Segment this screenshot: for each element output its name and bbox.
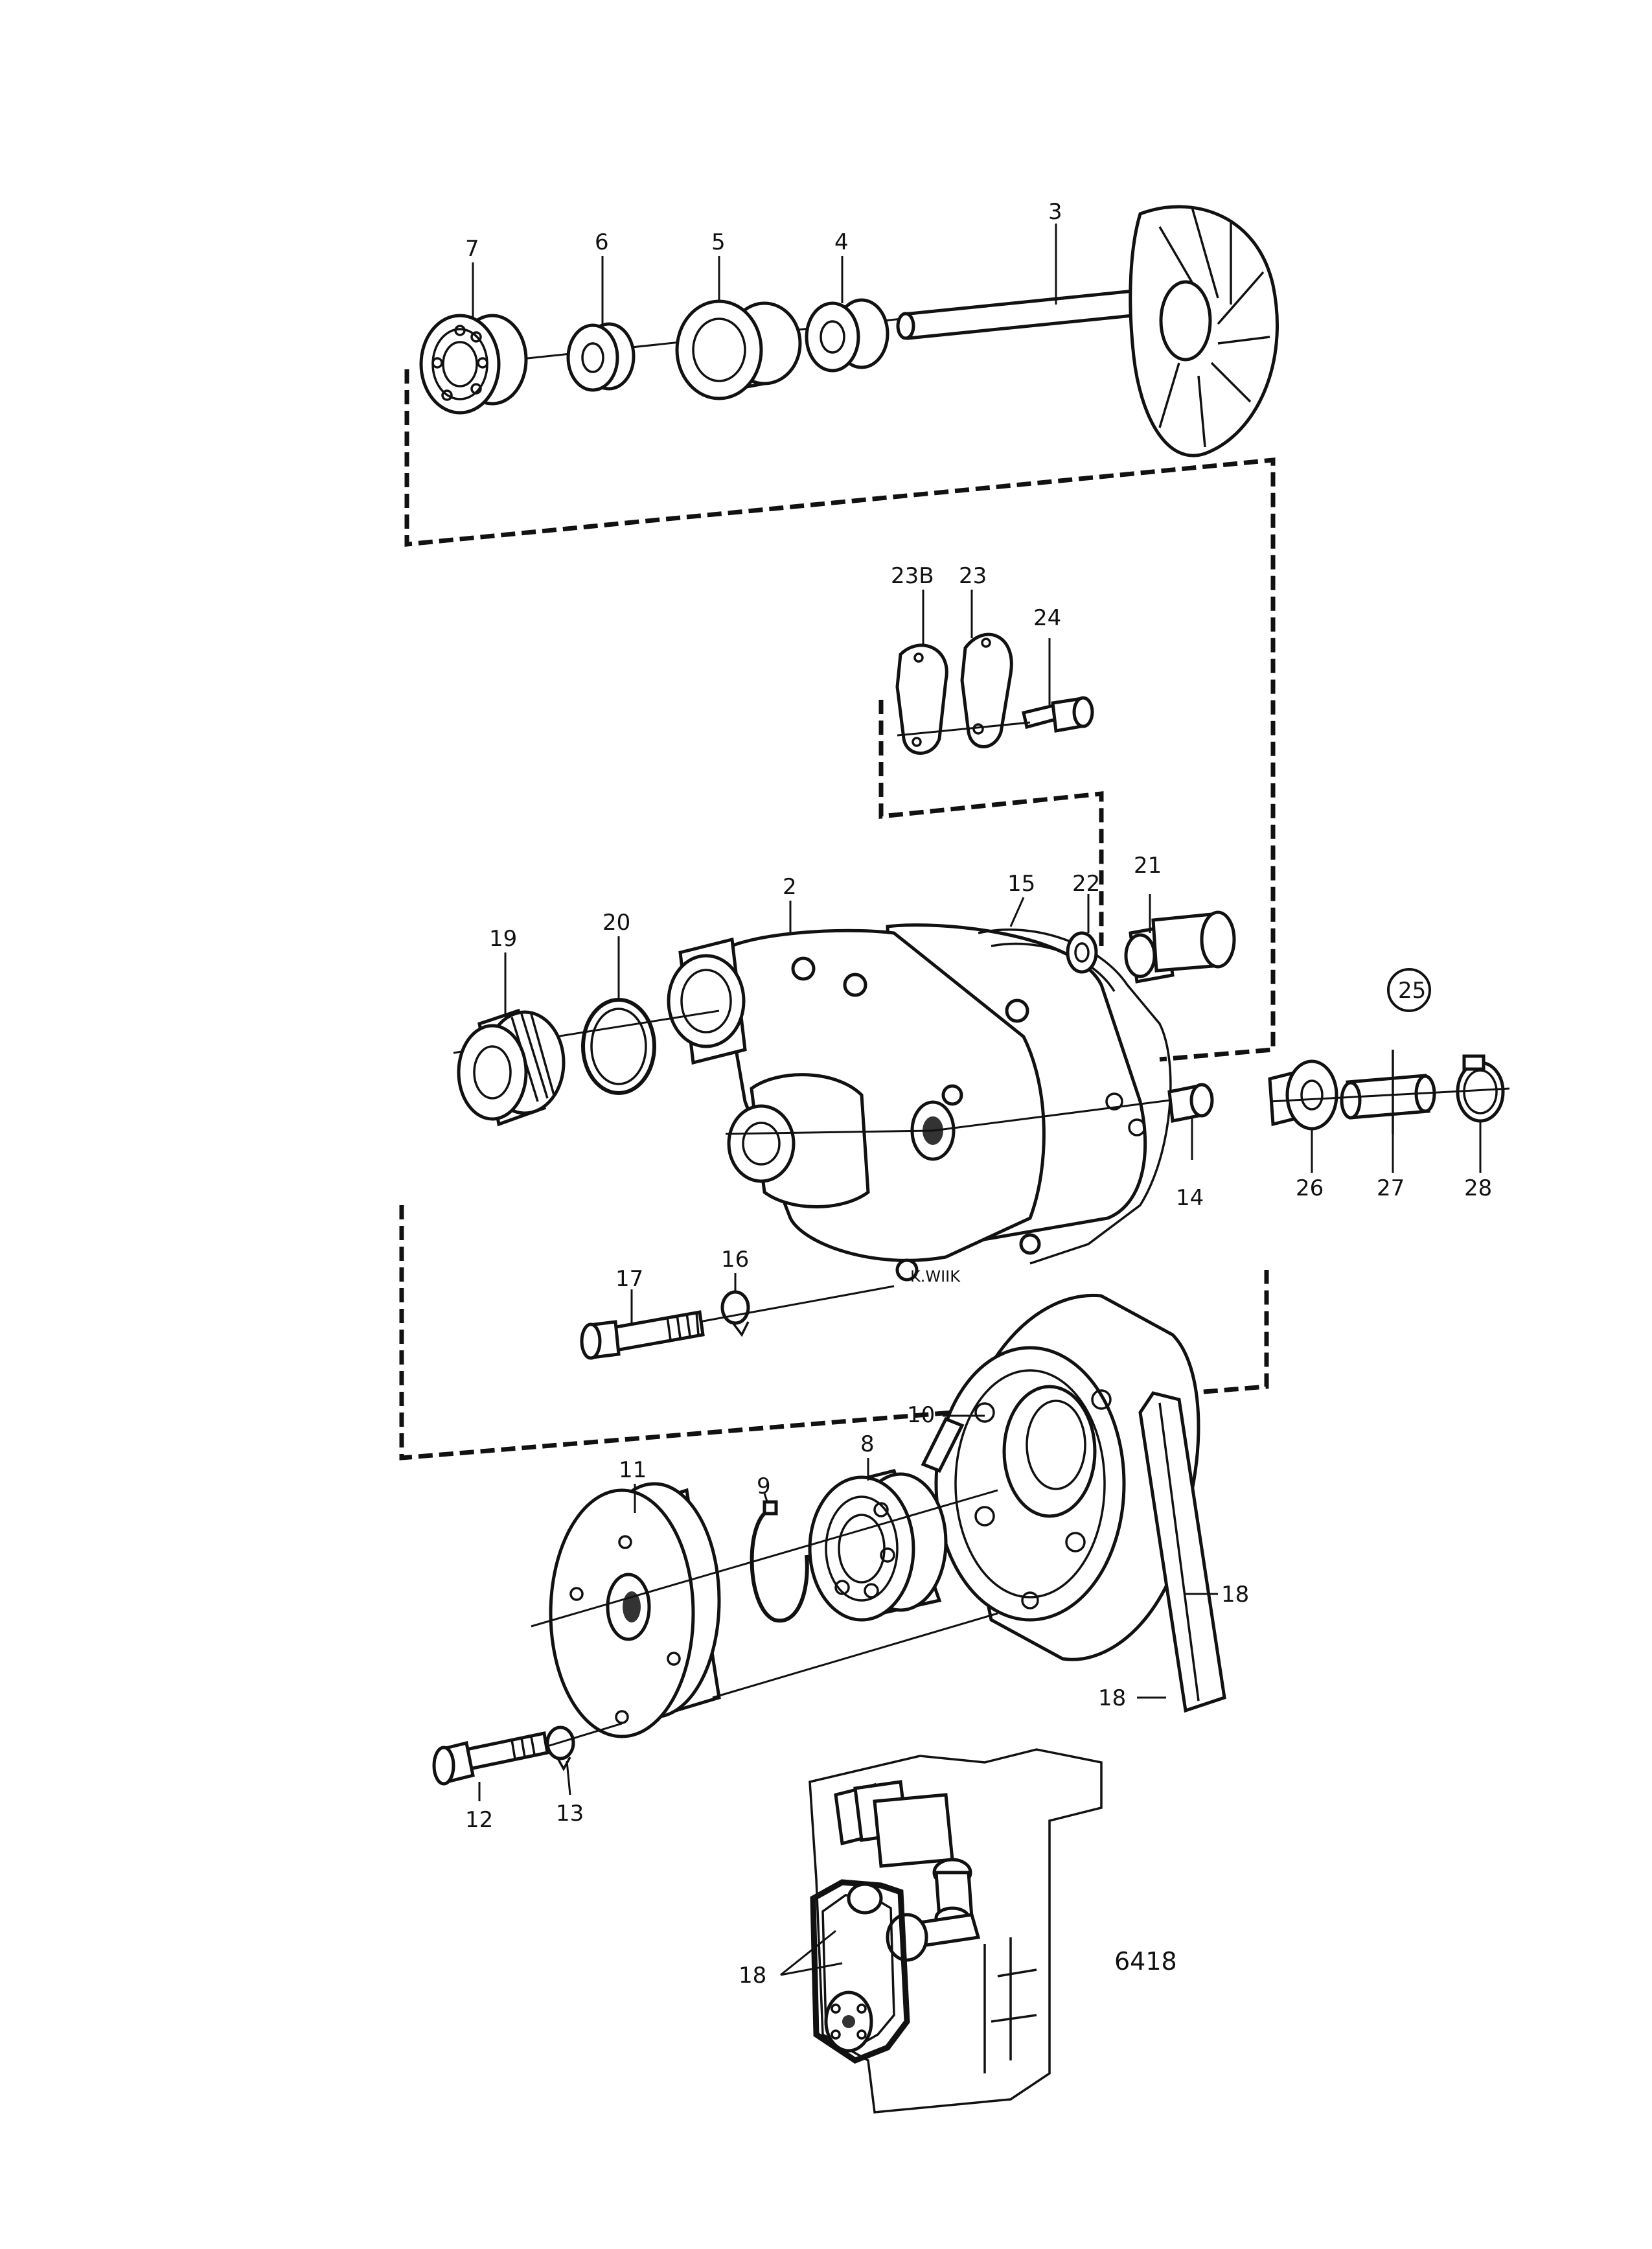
callout-28: 28 bbox=[1464, 1175, 1492, 1201]
washer-part-13 bbox=[545, 1725, 575, 1771]
callout-12: 12 bbox=[465, 1807, 493, 1833]
cover-plate-part-23b bbox=[895, 643, 948, 755]
o-ring-part-20 bbox=[581, 998, 656, 1095]
callout-18-lower: 18 bbox=[1098, 1685, 1126, 1711]
callout-9: 9 bbox=[757, 1473, 771, 1499]
group-25-circle bbox=[1387, 968, 1431, 1012]
callout-19: 19 bbox=[489, 926, 517, 952]
callout-10: 10 bbox=[907, 1402, 935, 1428]
callout-14: 14 bbox=[1176, 1185, 1204, 1211]
callout-labels: 7 6 5 4 3 23B 23 24 2 15 22 21 20 19 25 … bbox=[465, 199, 1492, 1989]
callout-8: 8 bbox=[860, 1431, 875, 1457]
callout-17: 17 bbox=[615, 1266, 643, 1292]
pulley-hub-part-19 bbox=[457, 1008, 566, 1127]
bolt-part-12 bbox=[432, 1731, 549, 1786]
callout-3: 3 bbox=[1048, 199, 1062, 225]
callout-27: 27 bbox=[1377, 1175, 1405, 1201]
assembly-dashed-lines bbox=[399, 369, 1276, 1460]
illustrator-signature: K.WIIK bbox=[910, 1267, 961, 1286]
nipple-part-21 bbox=[1124, 910, 1236, 984]
impeller-shaft-part-3 bbox=[896, 205, 1279, 457]
cover-plate-part-23 bbox=[960, 632, 1013, 748]
callout-20: 20 bbox=[602, 910, 630, 936]
figure-number: 6418 bbox=[1114, 1947, 1177, 1976]
callout-13: 13 bbox=[556, 1801, 584, 1827]
washer-part-22 bbox=[1066, 931, 1098, 974]
seal-part-4 bbox=[805, 298, 889, 373]
callout-23b: 23B bbox=[891, 563, 934, 589]
callout-24: 24 bbox=[1033, 605, 1061, 631]
callout-22: 22 bbox=[1072, 871, 1100, 897]
plug-part-14 bbox=[1167, 1083, 1214, 1123]
bolt-part-17 bbox=[580, 1310, 705, 1360]
engine-inset-illustration bbox=[809, 1748, 1103, 2114]
callout-2: 2 bbox=[783, 874, 797, 900]
callout-21: 21 bbox=[1134, 853, 1162, 879]
gasket-part-15 bbox=[978, 928, 1172, 1265]
callout-5: 5 bbox=[711, 229, 726, 255]
callout-25: 25 bbox=[1398, 978, 1426, 1004]
callout-15: 15 bbox=[1007, 871, 1035, 897]
ball-bearing-part-7 bbox=[419, 314, 528, 415]
callout-leaders bbox=[472, 224, 1482, 1976]
drain-valve-part-27 bbox=[1340, 1050, 1436, 1134]
pulley-part-10 bbox=[921, 1293, 1200, 1661]
callout-23: 23 bbox=[959, 563, 987, 589]
callout-6: 6 bbox=[595, 229, 609, 255]
sleeve-part-5 bbox=[675, 299, 802, 400]
v-belt-part-18 bbox=[1138, 1391, 1226, 1713]
bearing-part-8 bbox=[808, 1469, 948, 1622]
drain-cock-part-26 bbox=[1268, 1059, 1338, 1131]
callout-7: 7 bbox=[465, 236, 479, 262]
circlip-part-9 bbox=[750, 1500, 809, 1623]
seal-ring-part-6 bbox=[566, 322, 636, 392]
callout-26: 26 bbox=[1296, 1175, 1324, 1201]
callout-18-inset: 18 bbox=[739, 1963, 766, 1989]
pump-housing-part-2 bbox=[667, 923, 1147, 1282]
callout-11: 11 bbox=[619, 1457, 647, 1483]
hub-part-11 bbox=[549, 1482, 721, 1738]
screw-part-24 bbox=[1022, 696, 1094, 733]
callout-16: 16 bbox=[721, 1247, 749, 1273]
callout-4: 4 bbox=[834, 229, 849, 255]
callout-18-right: 18 bbox=[1221, 1582, 1249, 1608]
